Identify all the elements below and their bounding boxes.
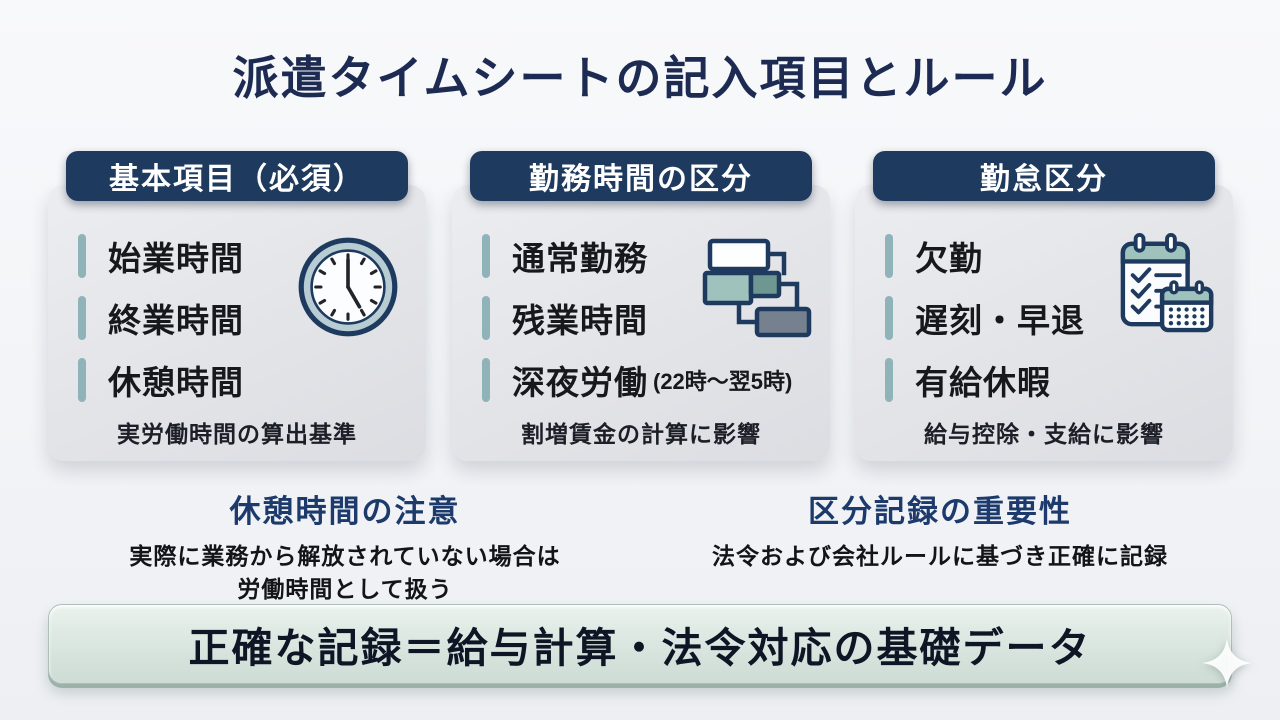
gantt-chart-icon bbox=[702, 237, 814, 339]
list-item: 始業時間 bbox=[78, 233, 414, 279]
note-body-line: 労働時間として扱う bbox=[237, 576, 453, 603]
card-basic-items: 基本項目（必須） 始業時間 終業時間 休憩時間 bbox=[48, 151, 426, 461]
bullet-bar bbox=[885, 296, 893, 340]
item-label: 深夜労働 bbox=[512, 364, 648, 401]
card-footer-note: 給与控除・支給に影響 bbox=[924, 421, 1164, 447]
list-item: 遅刻・早退 bbox=[885, 295, 1221, 341]
calendar-checklist-icon bbox=[1117, 227, 1219, 339]
note-classification-importance: 区分記録の重要性 法令および会社ルールに基づき正確に記録 bbox=[670, 486, 1210, 573]
card-footer-note: 割増賃金の計算に影響 bbox=[521, 421, 761, 447]
note-body: 実際に業務から解放されていない場合は 労働時間として扱う bbox=[95, 540, 595, 607]
item-list: 始業時間 終業時間 休憩時間 bbox=[78, 233, 414, 403]
list-item: 通常勤務 bbox=[482, 233, 818, 279]
sparkle-icon bbox=[1200, 636, 1254, 690]
item-label-suffix: (22時〜翌5時) bbox=[653, 369, 793, 394]
bullet-bar bbox=[885, 234, 893, 278]
note-break-time: 休憩時間の注意 実際に業務から解放されていない場合は 労働時間として扱う bbox=[95, 486, 595, 607]
item-label: 遅刻・早退 bbox=[915, 302, 1085, 339]
note-heading: 区分記録の重要性 bbox=[808, 494, 1072, 529]
list-item: 休憩時間 bbox=[78, 357, 414, 403]
bullet-bar bbox=[78, 296, 86, 340]
summary-banner-text: 正確な記録＝給与計算・法令対応の基礎データ bbox=[188, 625, 1092, 671]
card-footer-note: 実労働時間の算出基準 bbox=[117, 421, 357, 447]
card-worktime-classification: 勤務時間の区分 通常勤務 残業時間 深夜労働 (22時〜翌5時) bbox=[452, 151, 830, 461]
list-item: 欠勤 bbox=[885, 233, 1221, 279]
item-label: 始業時間 bbox=[108, 240, 244, 277]
note-heading: 休憩時間の注意 bbox=[229, 494, 461, 529]
list-item: 残業時間 bbox=[482, 295, 818, 341]
item-label: 終業時間 bbox=[108, 302, 244, 339]
list-item: 終業時間 bbox=[78, 295, 414, 341]
item-label: 休憩時間 bbox=[108, 364, 244, 401]
item-list: 欠勤 遅刻・早退 有給休暇 bbox=[885, 233, 1221, 403]
summary-banner: 正確な記録＝給与計算・法令対応の基礎データ bbox=[48, 604, 1232, 684]
item-label: 有給休暇 bbox=[915, 364, 1051, 401]
card-header-worktime: 勤務時間の区分 bbox=[470, 151, 812, 201]
card-attendance-classification: 勤怠区分 欠勤 遅刻・早退 有給休暇 bbox=[855, 151, 1233, 461]
list-item: 深夜労働 (22時〜翌5時) bbox=[482, 357, 818, 403]
page-title: 派遣タイムシートの記入項目とルール bbox=[232, 52, 1048, 104]
bullet-bar bbox=[482, 296, 490, 340]
bullet-bar bbox=[482, 358, 490, 402]
item-label: 欠勤 bbox=[915, 240, 983, 277]
card-header-basic-items: 基本項目（必須） bbox=[66, 151, 408, 201]
note-body: 法令および会社ルールに基づき正確に記録 bbox=[670, 540, 1210, 573]
bullet-bar bbox=[885, 358, 893, 402]
card-header-attendance: 勤怠区分 bbox=[873, 151, 1215, 201]
item-label: 通常勤務 bbox=[512, 240, 648, 277]
bullet-bar bbox=[482, 234, 490, 278]
bullet-bar bbox=[78, 234, 86, 278]
list-item: 有給休暇 bbox=[885, 357, 1221, 403]
item-list: 通常勤務 残業時間 深夜労働 (22時〜翌5時) bbox=[482, 233, 818, 403]
bullet-bar bbox=[78, 358, 86, 402]
note-body-line: 実際に業務から解放されていない場合は bbox=[129, 543, 561, 569]
note-body-line: 法令および会社ルールに基づき正確に記録 bbox=[712, 543, 1168, 569]
item-label: 残業時間 bbox=[512, 302, 648, 339]
clock-icon bbox=[296, 235, 400, 339]
